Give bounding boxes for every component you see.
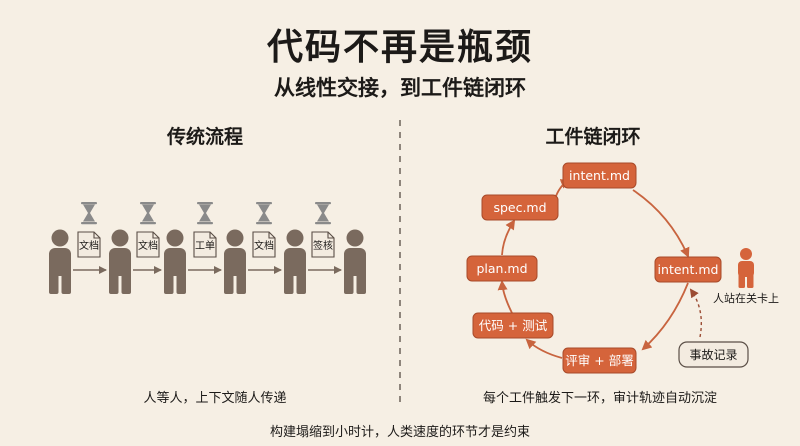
- hourglass-icon: [81, 202, 97, 225]
- loop-node: spec.md: [481, 194, 559, 221]
- gatekeeper-person-icon: [738, 248, 754, 288]
- loop-node-label: intent.md: [569, 168, 630, 183]
- loop-arrow: [497, 280, 513, 314]
- person-icon: [284, 229, 306, 294]
- loop-node-label: 代码 + 测试: [479, 318, 548, 333]
- page-title: 代码不再是瓶颈: [266, 27, 533, 68]
- loop-node: plan.md: [466, 255, 538, 282]
- hourglass-icon: [315, 202, 331, 225]
- document-label: 签核: [313, 239, 333, 252]
- document-card: 签核: [311, 231, 335, 258]
- right-caption: 每个工件触发下一环，审计轨迹自动沉淀: [482, 391, 717, 406]
- document-card: 文档: [77, 231, 101, 258]
- hourglass-icon: [256, 202, 272, 225]
- left-section-title: 传统流程: [166, 126, 243, 148]
- loop-arrow: [641, 282, 689, 351]
- incident-feedback-arrow: [689, 288, 703, 338]
- loop-node-label: 评审 + 部署: [565, 353, 633, 368]
- document-label: 工单: [195, 240, 215, 252]
- page-subtitle: 从线性交接，到工件链闭环: [274, 76, 526, 100]
- document-label: 文档: [79, 239, 99, 252]
- document-card: 文档: [252, 231, 276, 258]
- gatekeeper-label: 人站在关卡上: [713, 291, 779, 305]
- left-caption: 人等人，上下文随人传递: [143, 391, 287, 406]
- person-icon: [344, 229, 366, 294]
- loop-node-label: intent.md: [658, 262, 719, 277]
- document-label: 文档: [138, 239, 158, 252]
- loop-arrow: [632, 189, 690, 258]
- footer-caption: 构建塌缩到小时计，人类速度的环节才是约束: [269, 425, 530, 440]
- person-icon: [224, 229, 246, 294]
- incident-record-label: 事故记录: [689, 347, 737, 362]
- person-icon: [164, 229, 186, 294]
- document-card: 工单: [193, 231, 217, 258]
- document-label: 文档: [254, 239, 274, 252]
- person-icon: [109, 229, 131, 294]
- incident-record-box: [678, 341, 749, 368]
- loop-node: 评审 + 部署: [562, 347, 637, 374]
- loop-arrow: [501, 219, 516, 256]
- loop-node-label: plan.md: [476, 261, 527, 276]
- loop-node: intent.md: [654, 256, 722, 283]
- document-card: 文档: [136, 231, 160, 258]
- right-section-title: 工件链闭环: [545, 126, 641, 148]
- hourglass-icon: [197, 202, 213, 225]
- loop-node-label: spec.md: [493, 200, 546, 215]
- loop-arrow: [525, 338, 563, 359]
- hourglass-icon: [140, 202, 156, 225]
- artifact-loop: intent.md intent.md 评审 + 部署 代码 + 测试 plan.md s…: [466, 162, 779, 374]
- loop-node: intent.md: [562, 162, 637, 189]
- loop-node: 代码 + 测试: [472, 312, 554, 339]
- person-icon: [49, 229, 71, 294]
- traditional-flow: 文档 文档 工单 文档 签核: [49, 202, 366, 294]
